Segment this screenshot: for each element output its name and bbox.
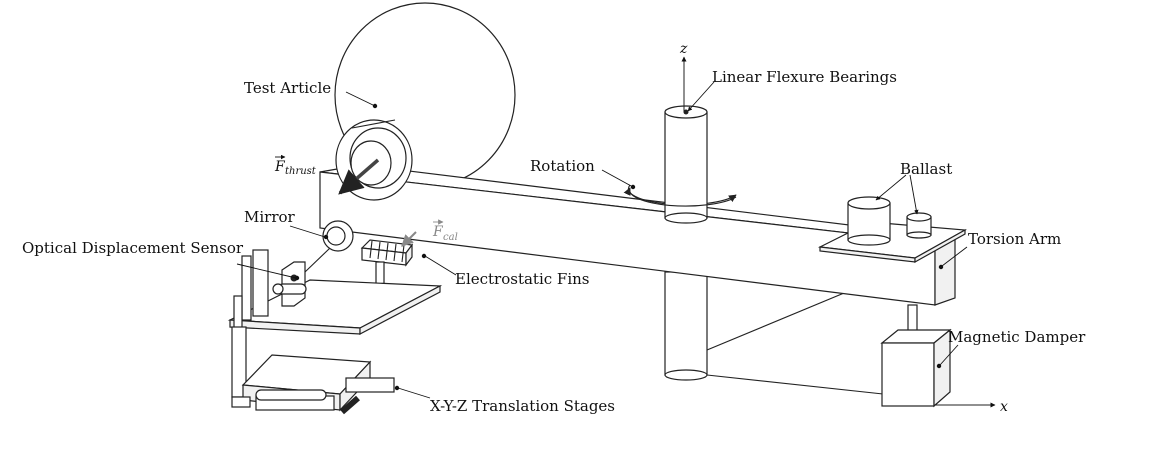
label-torsion-arm: Torsion Arm [968,230,1061,248]
thrust-subscript: thrust [285,166,317,177]
force-label-cal: F cal [432,219,458,243]
flexure-post [623,105,737,224]
thrust-symbol: F [274,159,286,175]
label-optical-sensor: Optical Displacement Sensor [22,239,244,257]
label-translation-stages: X-Y-Z Translation Stages [430,397,615,415]
cal-symbol: F [432,224,444,240]
cal-force-arrow [401,231,417,247]
label-rotation: Rotation [530,157,595,175]
optical-sensor [272,247,331,307]
axes: z x [679,41,1008,415]
mirror [322,220,354,252]
translation-stages [227,249,443,415]
label-mirror: Mirror [244,208,296,226]
leader-lines [236,81,968,399]
label-electrostatic-fins: Electrostatic Fins [455,270,589,288]
labels: Test Article Linear Flexure Bearings Rot… [22,68,1086,415]
magnetic-damper [880,304,952,408]
ballast-weights [847,196,932,246]
electrostatic-fins [360,239,414,289]
label-linear-flexure-bearings: Linear Flexure Bearings [712,68,897,86]
torsion-arm [319,164,956,306]
thrust-force-arrow [338,158,380,195]
z-axis-label: z [679,41,688,57]
label-ballast: Ballast [900,160,952,178]
x-axis-label: x [1000,399,1008,415]
force-label-thrust: F thrust [274,154,317,177]
label-test-article: Test Article [244,79,331,97]
cal-subscript: cal [443,232,458,243]
label-magnetic-damper: Magnetic Damper [948,328,1086,346]
post-lower [664,271,708,381]
